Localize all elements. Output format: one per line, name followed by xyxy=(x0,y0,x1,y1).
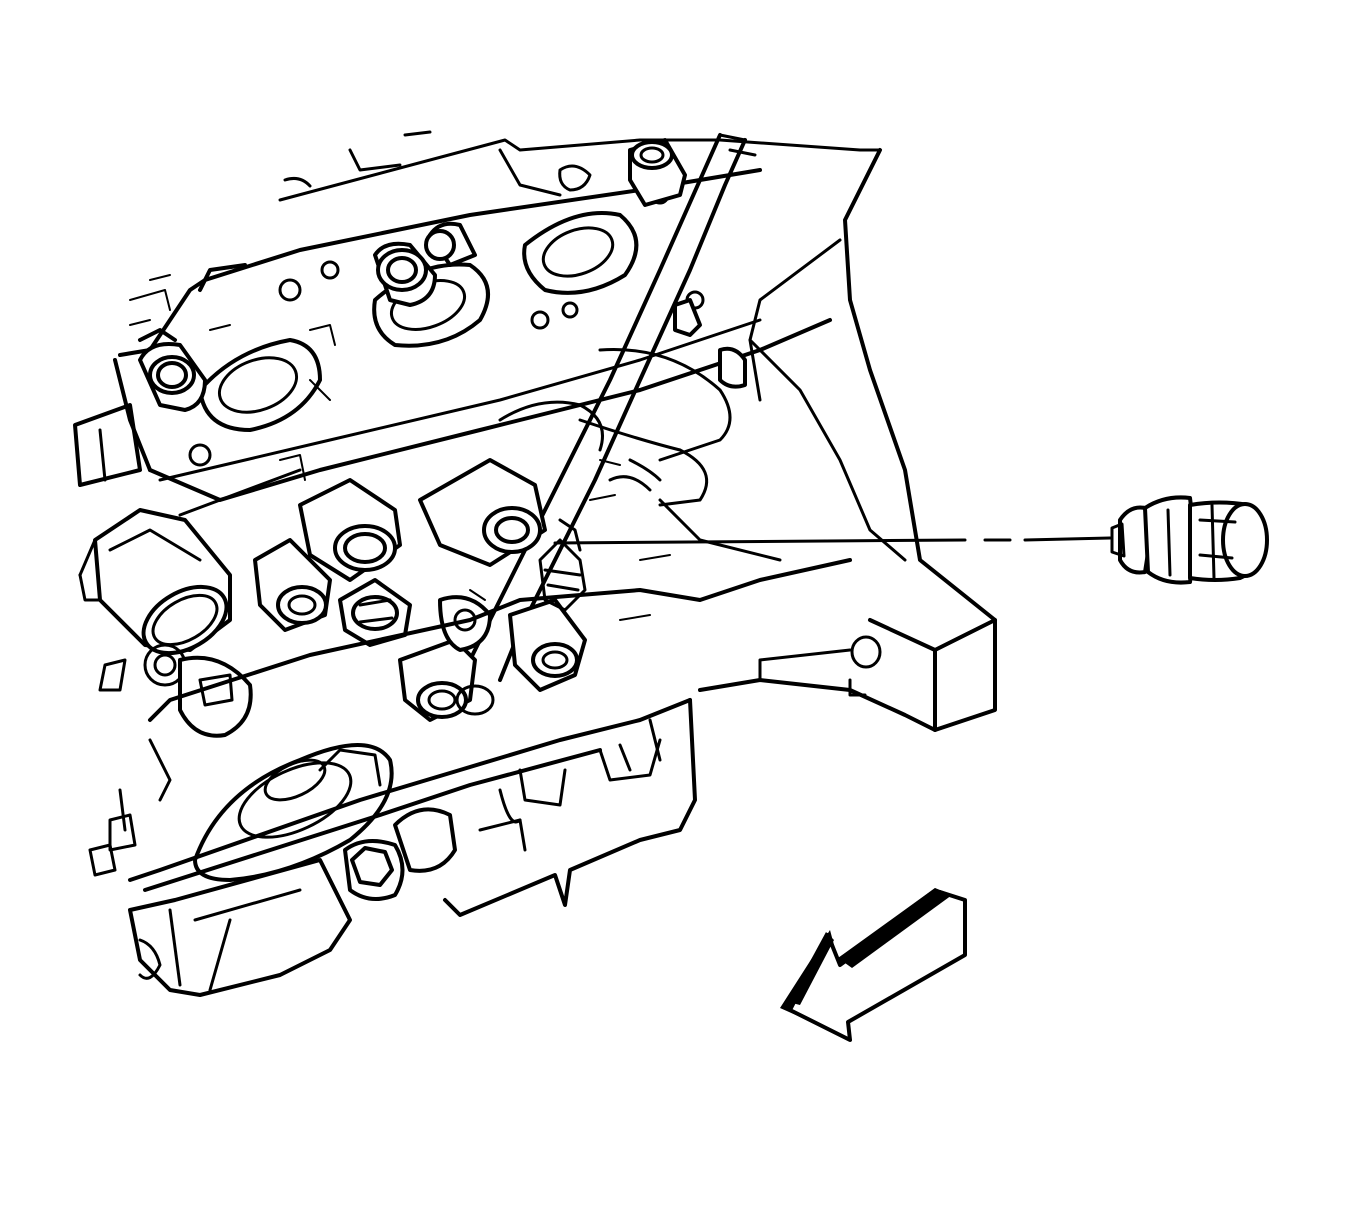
cylinder-head xyxy=(73,168,832,517)
plug-icon xyxy=(1110,495,1269,585)
exhaust-ports-lower xyxy=(148,655,394,882)
solenoid-housings xyxy=(253,458,587,722)
leader-line xyxy=(553,536,1112,545)
engine-assembly xyxy=(73,130,997,997)
upper-housing xyxy=(278,130,882,202)
lower-block xyxy=(128,558,852,917)
cam-drive-area xyxy=(498,348,782,562)
lower-bracket xyxy=(88,788,457,997)
head-bolts-upper xyxy=(138,138,747,412)
front-direction-arrow-icon xyxy=(780,888,967,1042)
side-frame xyxy=(698,148,997,732)
left-damper xyxy=(78,508,232,692)
detail-lines xyxy=(129,274,671,621)
